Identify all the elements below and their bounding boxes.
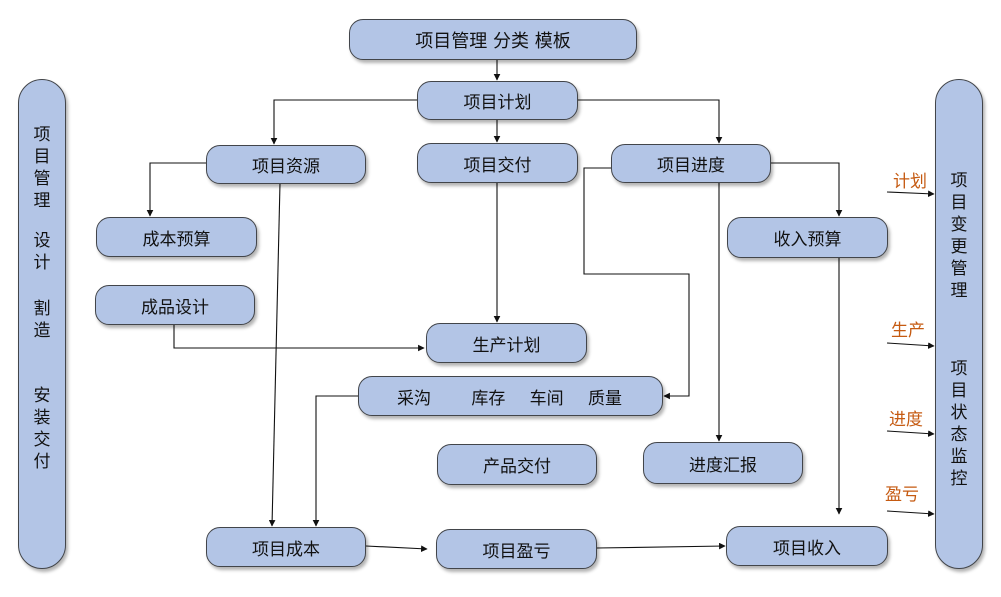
arrow-plan-to-resource [270,99,417,145]
node-cost-budget: 成本预算 [96,217,257,257]
arrow-design-to-production-plan [173,324,425,352]
side-label-production: 生产 [891,321,925,341]
arrow-progress-to-income-budget [770,162,843,217]
node-product-delivery: 产品交付 [437,444,597,485]
node-project-income: 项目收入 [726,526,888,566]
left-column-text-project-management: 项目管理 [33,125,51,211]
node-project-plan: 项目计划 [417,81,578,120]
ops-procurement: 采沟 [397,388,431,409]
ops-inventory: 库存 [471,388,506,409]
arrow-resource-to-project-cost [268,182,281,527]
right-column-change-monitor: 项目变更管理 项目状态监控 [935,79,983,569]
right-column-text-change-management: 项目变更管理 [950,171,968,301]
node-project-resource: 项目资源 [206,145,366,184]
arrow-side-plan [886,190,935,198]
left-column-management: 项目管理 设计 割造 安装交付 [18,79,66,569]
arrow-resource-to-cost-budget [146,162,206,217]
arrow-side-production [886,342,935,349]
node-product-design: 成品设计 [95,285,255,325]
arrow-progress-to-ops [583,167,690,400]
node-template-title: 项目管理 分类 模板 [349,19,637,60]
ops-quality: 质量 [587,388,622,409]
left-column-text-install-delivery: 安装交付 [33,386,51,472]
arrow-side-progress [886,430,935,437]
arrow-ops-to-project-cost [312,395,358,527]
right-column-text-status-monitoring: 项目状态监控 [950,359,968,489]
left-column-text-design: 设计 [33,231,51,273]
left-column-text-manufacture: 割造 [33,299,51,341]
node-progress-report: 进度汇报 [643,442,803,484]
node-project-delivery: 项目交付 [417,143,578,183]
node-income-budget: 收入预算 [727,217,888,258]
node-production-plan: 生产计划 [426,323,587,363]
arrow-cost-to-profit [365,545,428,553]
arrow-plan-to-progress [577,99,723,144]
node-project-progress: 项目进度 [611,144,771,183]
node-project-profit: 项目盈亏 [436,529,597,569]
side-label-plan: 计划 [893,172,927,192]
node-operations: 采沟 库存 车间 质量 [358,376,663,416]
ops-workshop: 车间 [529,388,564,409]
side-label-progress: 进度 [889,410,923,430]
node-project-cost: 项目成本 [206,527,366,567]
arrow-profit-to-income [596,542,726,550]
arrow-side-profit [886,510,935,517]
side-label-profit: 盈亏 [885,485,919,505]
